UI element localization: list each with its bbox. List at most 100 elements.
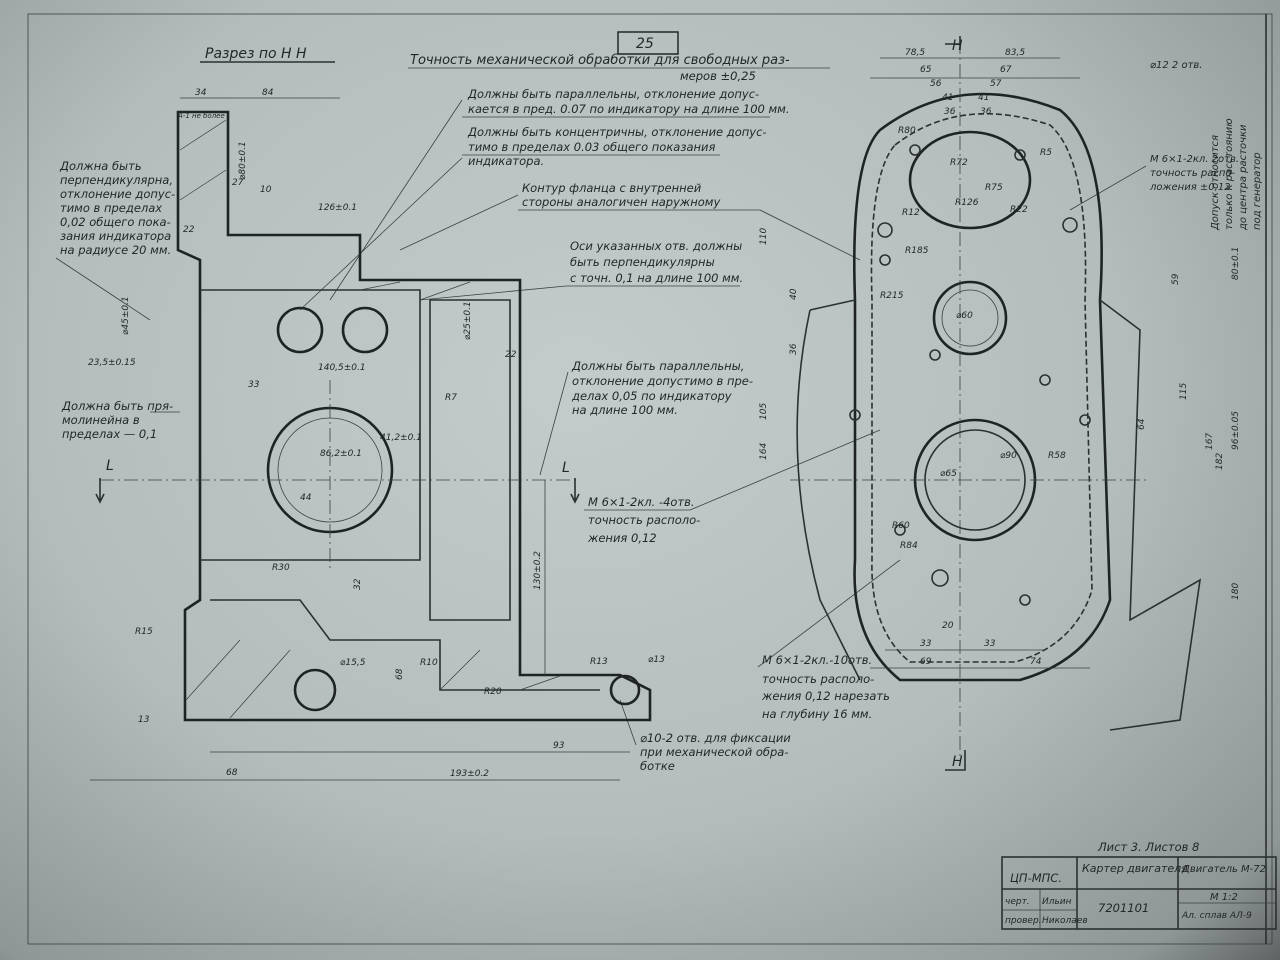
dim-label: 41,2±0.1 xyxy=(380,433,422,443)
note-line: Должны быть концентричны, отклонение доп… xyxy=(467,125,767,139)
dim-label: 33 xyxy=(248,380,260,390)
note-line: при механической обра- xyxy=(640,745,788,759)
inner-cavity xyxy=(429,299,511,621)
dim-label: 68 xyxy=(395,668,405,680)
note-perpendicular-left: Должна быть перпендикулярна, отклонение … xyxy=(55,159,175,321)
note-holes-10-2: ⌀10-2 отв. для фиксации при механической… xyxy=(619,699,791,773)
note-line: ложения ±0,12 xyxy=(1149,182,1231,193)
dim-label: R15 xyxy=(135,627,153,637)
note-line: отклонение допустимо в пре- xyxy=(572,374,753,388)
note-line: точность располо- xyxy=(762,672,874,686)
section-mark-l-left: L xyxy=(106,458,114,474)
note-line: Должны быть параллельны, xyxy=(571,359,744,373)
note-line: жения 0,12 нарезать xyxy=(761,689,890,703)
dim-label: 86,2±0.1 xyxy=(320,449,362,459)
dim-label: 33 xyxy=(984,639,996,649)
note-parallel-005: Должны быть параллельны, отклонение допу… xyxy=(539,359,753,476)
leader-line xyxy=(419,285,567,301)
general-tolerance-line2: меров ±0,25 xyxy=(680,69,756,83)
camshaft-bore-inner xyxy=(941,289,999,347)
dim-label: 193±0.2 xyxy=(450,769,489,779)
note-line: стороны аналогичен наружному xyxy=(522,195,720,209)
note-line: на глубину 16 мм. xyxy=(762,707,872,721)
dim-label: ⌀65 xyxy=(940,469,957,479)
section-mark-h-top: Н xyxy=(952,38,963,54)
section-mark-l-right: L xyxy=(562,460,570,476)
dim-label: 80±0.1 xyxy=(1231,247,1241,280)
dim-label: 41 xyxy=(942,93,953,103)
dim-label: 83,5 xyxy=(1005,48,1025,58)
dim-label: R13 xyxy=(590,657,608,667)
note-concentric: Должны быть концентричны, отклонение доп… xyxy=(299,125,767,311)
material: Ал. сплав АЛ-9 xyxy=(1181,911,1252,921)
dim-label: 44 xyxy=(300,493,312,503)
role-checked: провер. xyxy=(1005,916,1042,926)
note-line: Должны быть параллельны, отклонение допу… xyxy=(467,87,759,101)
section-title: Разрез по Н Н xyxy=(205,46,307,62)
note-line: отклонение допус- xyxy=(60,187,175,201)
section-arrow-right xyxy=(570,478,580,504)
sheet-frame xyxy=(27,13,1273,945)
note-line: тимо в пределах 0.03 общего показания xyxy=(468,140,715,154)
dim-label: 115 xyxy=(1179,383,1189,400)
dim-label: 36 xyxy=(980,107,992,117)
dim-label: 130±0.2 xyxy=(533,551,543,590)
dim-label: 65 xyxy=(920,65,932,75)
dim-label: ⌀45±0.1 xyxy=(121,296,131,335)
note-line: жения 0,12 xyxy=(587,531,657,545)
dim-label: 34 xyxy=(195,88,207,98)
hatching xyxy=(179,119,561,719)
dim-label: R20 xyxy=(484,687,502,697)
note-line: кается в пред. 0.07 по индикатору на дли… xyxy=(468,102,790,116)
leader-line xyxy=(757,559,901,668)
bore-left xyxy=(276,306,324,354)
section-arrow-left xyxy=(95,478,105,504)
dim-label: 41 xyxy=(978,93,989,103)
dim-label: 57 xyxy=(990,79,1002,89)
note-line: Должна быть пря- xyxy=(61,399,173,413)
note-line: 0,02 общего пока- xyxy=(60,215,171,229)
checked-by: Николаев xyxy=(1042,916,1088,926)
dim-label: R30 xyxy=(272,563,290,573)
dim-label: R126 xyxy=(955,198,979,208)
part-name: Картер двигателя xyxy=(1082,862,1188,875)
leader-line xyxy=(539,371,569,476)
right-dimension-labels: 78,5 83,5 65 67 56 57 41 41 36 36 110 40… xyxy=(759,48,1241,667)
dim-label: R5 xyxy=(1040,148,1052,158)
scale: М 1:2 xyxy=(1210,892,1238,903)
sheet-number-box xyxy=(617,31,679,55)
note-tolerance-vertical: Допуск относится только к расстоянию до … xyxy=(1210,118,1263,231)
note-m6-2holes: М 6×1-2кл. 2отв. точность распо- ложения… xyxy=(1069,154,1239,211)
note-line: М 6×1-2кл.-10отв. xyxy=(762,653,872,667)
dim-label: 126±0.1 xyxy=(318,203,357,213)
dim-label: ⌀80±0.1 xyxy=(238,141,248,180)
note-perpendicular-axes: Оси указанных отв. должны быть перпендик… xyxy=(419,239,743,301)
note-line: точность располо- xyxy=(588,513,700,527)
leader-line xyxy=(399,194,519,251)
note-line: перпендикулярна, xyxy=(60,173,173,187)
dim-label: 59 xyxy=(1171,273,1181,285)
dim-label: 22 xyxy=(183,225,195,235)
leader-line xyxy=(55,257,151,321)
dim-label: 36 xyxy=(789,343,799,355)
housing-outline xyxy=(176,110,652,722)
dim-label: 64 xyxy=(1137,418,1147,430)
dim-label: 56 xyxy=(930,79,942,89)
dim-label: 167 xyxy=(1205,433,1215,450)
bore-right xyxy=(341,306,389,354)
dim-label: 33 xyxy=(920,639,932,649)
section-mark-h-bottom: Н xyxy=(952,754,963,770)
dim-label: R60 xyxy=(892,521,910,531)
dim-label: 32 xyxy=(353,578,363,590)
note-line: зания индикатора xyxy=(60,229,171,243)
dim-label: 23,5±0.15 xyxy=(88,358,136,368)
dim-label: 22 xyxy=(505,350,517,360)
bolt-holes xyxy=(849,144,1091,606)
note-line: Допуск относится xyxy=(1210,135,1221,231)
note-line: ботке xyxy=(640,759,675,773)
inner-wall xyxy=(200,289,421,561)
inner-bottom xyxy=(210,599,600,691)
dim-label: 74 xyxy=(1030,657,1042,667)
dim-label: R58 xyxy=(1048,451,1066,461)
